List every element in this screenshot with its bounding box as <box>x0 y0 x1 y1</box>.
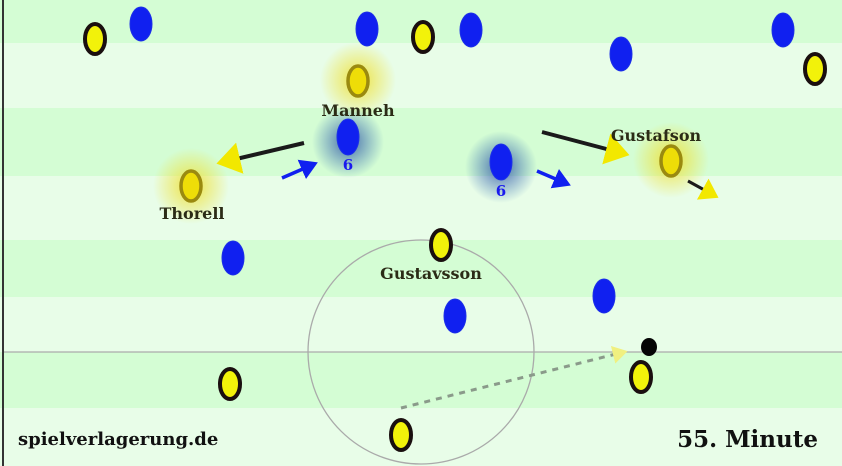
minute-title: 55. Minute <box>677 426 818 453</box>
yellow-player <box>218 367 242 401</box>
blue-player <box>443 298 467 334</box>
yellow-player <box>629 360 653 394</box>
yellow-team <box>83 20 827 452</box>
blue-player <box>592 278 616 314</box>
yellow-player <box>83 22 107 56</box>
yellow-player <box>389 418 413 452</box>
press-arrow-right <box>536 168 571 189</box>
number-label-six-right: 6 <box>496 182 506 200</box>
player-label-gustavsson: Gustavsson <box>380 264 482 283</box>
blue-team <box>129 6 795 334</box>
blue-player <box>129 6 153 42</box>
player-label-gustafson: Gustafson <box>611 126 702 145</box>
player-label-thorell: Thorell <box>160 204 225 223</box>
yellow-player-thorell <box>179 169 203 203</box>
blue-player <box>459 12 483 48</box>
center-circle <box>307 239 535 465</box>
run-arrow-gustafson-wide <box>687 178 719 200</box>
pass-line-dashed <box>400 346 628 410</box>
yellow-player <box>411 20 435 54</box>
yellow-player-manneh <box>346 64 370 98</box>
blue-player-six-left <box>336 118 360 156</box>
press-arrow-left <box>281 159 318 180</box>
highlighted-yellow-players <box>179 64 683 203</box>
yellow-player-gustafson <box>659 144 683 178</box>
yellow-player <box>803 52 827 86</box>
run-arrow-thorell <box>216 141 305 174</box>
blue-player-six-right <box>489 143 513 181</box>
watermark: spielverlagerung.de <box>18 429 218 450</box>
blue-player <box>355 11 379 47</box>
highlight-glows <box>153 42 709 224</box>
yellow-player-gustavsson <box>429 228 453 262</box>
number-label-six-left: 6 <box>343 156 353 174</box>
blue-player <box>221 240 245 276</box>
run-arrow-gustafson <box>541 130 630 165</box>
player-label-manneh: Manneh <box>321 101 395 120</box>
ball <box>641 338 657 356</box>
blue-player <box>771 12 795 48</box>
blue-player <box>609 36 633 72</box>
